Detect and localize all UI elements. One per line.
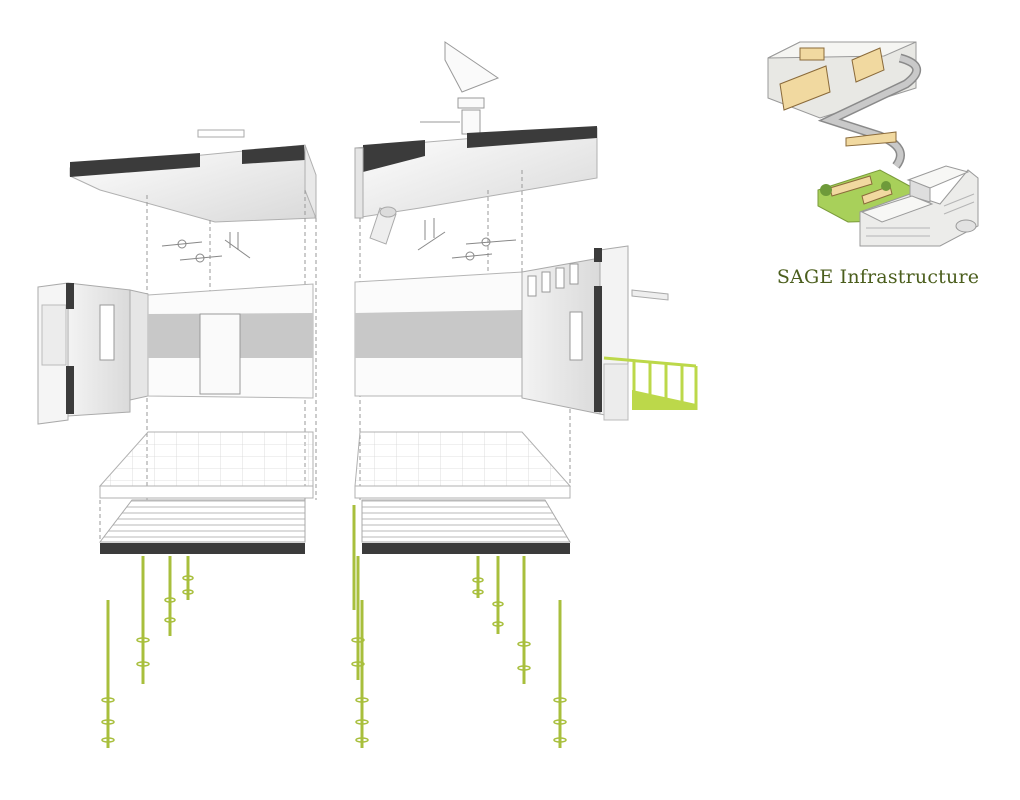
right-roof xyxy=(354,126,598,219)
inset-caption: SAGE Infrastructure xyxy=(776,266,980,288)
right-back-wall xyxy=(354,271,523,397)
right-floor xyxy=(354,431,572,499)
camera-icon xyxy=(420,41,500,135)
left-ceiling-fans xyxy=(161,232,251,263)
left-joist-frame xyxy=(98,499,306,554)
right-module xyxy=(351,41,698,748)
left-back-wall xyxy=(147,283,314,399)
left-side-wall xyxy=(37,282,149,425)
sage-site-illustration xyxy=(767,41,979,247)
deck-railing xyxy=(603,356,698,410)
right-ceiling-fans xyxy=(417,218,517,261)
right-side-wall xyxy=(521,245,669,421)
left-roof xyxy=(69,144,317,223)
right-vent-duct xyxy=(369,206,397,245)
left-floor xyxy=(98,431,314,499)
left-module xyxy=(37,129,317,748)
left-screw-piers xyxy=(106,556,190,748)
left-skylight xyxy=(197,129,245,138)
right-screw-piers xyxy=(352,505,562,748)
right-joist-frame xyxy=(361,499,571,554)
